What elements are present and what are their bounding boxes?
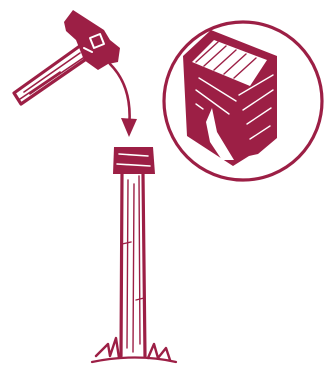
hammer-icon (12, 10, 120, 106)
grass-tuft (90, 336, 178, 364)
post-top-detail-icon (162, 20, 324, 182)
strike-arrow-icon (108, 62, 137, 137)
wooden-stake (113, 147, 155, 358)
